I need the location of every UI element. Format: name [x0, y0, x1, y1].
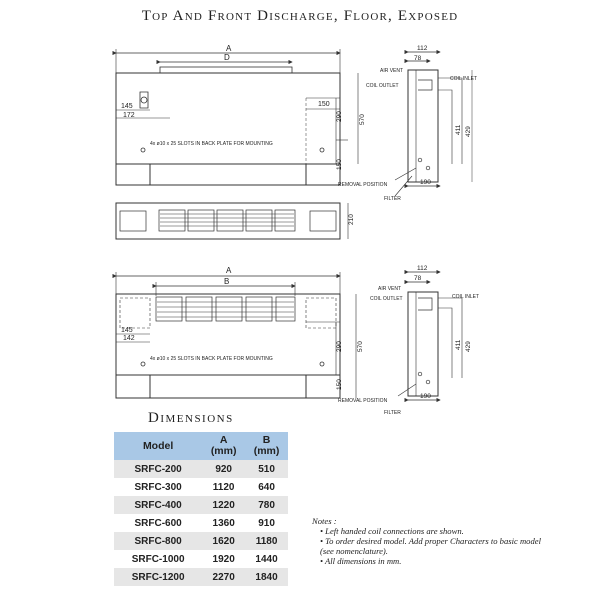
note-item: Left handed coil connections are shown.: [320, 526, 552, 536]
front-view-top: [112, 49, 359, 186]
dim-d-top: D: [224, 53, 230, 62]
dim-145-top: 145: [121, 103, 133, 110]
removal-position-top: REMOVAL POSITION: [338, 182, 388, 188]
side-view-bottom: [397, 269, 463, 403]
note-item: All dimensions in mm.: [320, 556, 552, 566]
dim-172-top: 172: [123, 112, 135, 119]
filter-top: FILTER: [384, 196, 401, 202]
air-vent-top: AIR VENT: [380, 68, 403, 74]
dim-290-top: 290: [336, 111, 343, 122]
dim-210: 210: [348, 214, 355, 225]
dim-145-bottom: 145: [121, 327, 133, 334]
dim-190-bottom: 190: [420, 393, 431, 400]
removal-position-bottom: REMOVAL POSITION: [338, 398, 388, 404]
slots-note-top: 4x ø10 x 25 SLOTS IN BACK PLATE FOR MOUN…: [150, 141, 273, 147]
note-item: To order desired model. Add proper Chara…: [320, 536, 552, 556]
header-model: Model: [114, 432, 203, 460]
drawing-labels: A D 145 172 150 290 570 150 4x ø10 x 25 …: [121, 44, 479, 416]
front-view-bottom: [112, 272, 357, 399]
dim-429-bottom: 429: [465, 341, 472, 352]
side-view-top: [394, 49, 473, 197]
coil-inlet-top: COIL INLET: [450, 76, 477, 82]
dim-411-bottom: 411: [455, 339, 462, 350]
coil-outlet-top: COIL OUTLET: [366, 83, 399, 89]
dim-411-top: 411: [455, 124, 462, 135]
dim-112-bottom: 112: [417, 265, 428, 272]
dim-a-bottom: A: [226, 266, 232, 275]
dim-290-bottom: 290: [336, 341, 343, 352]
dim-78-bottom: 78: [414, 275, 422, 282]
dim-112-top: 112: [417, 45, 428, 52]
header-b: B(mm): [245, 432, 288, 460]
dim-570-bottom: 570: [357, 341, 364, 352]
dim-570-top: 570: [359, 114, 366, 125]
filter-bottom: FILTER: [384, 410, 401, 416]
dim-b-bottom: B: [224, 277, 229, 286]
dim-190-top: 190: [420, 179, 431, 186]
header-a: A(mm): [202, 432, 246, 460]
dim-142-bottom: 142: [123, 335, 135, 342]
dim-a-top: A: [226, 44, 232, 53]
air-vent-bottom: AIR VENT: [378, 286, 401, 292]
dim-150-upper-top: 150: [318, 101, 330, 108]
notes-heading: Notes :: [312, 516, 337, 526]
slots-note-bottom: 4x ø10 x 25 SLOTS IN BACK PLATE FOR MOUN…: [150, 356, 273, 362]
table-header-row: Model A(mm) B(mm): [114, 432, 288, 460]
dim-78-top: 78: [414, 55, 422, 62]
top-view-plan: [115, 202, 349, 240]
dim-429-top: 429: [465, 126, 472, 137]
coil-inlet-bottom: COIL INLET: [452, 294, 479, 300]
dim-150-lower-top: 150: [336, 159, 343, 170]
notes-block: Notes : Left handed coil connections are…: [312, 516, 552, 566]
dimensions-heading: Dimensions: [148, 410, 234, 426]
dim-150-bottom: 150: [336, 379, 343, 390]
page-title: Top And Front Discharge, Floor, Exposed: [141, 8, 459, 24]
coil-outlet-bottom: COIL OUTLET: [370, 296, 403, 302]
notes-list: Left handed coil connections are shown. …: [312, 526, 552, 566]
